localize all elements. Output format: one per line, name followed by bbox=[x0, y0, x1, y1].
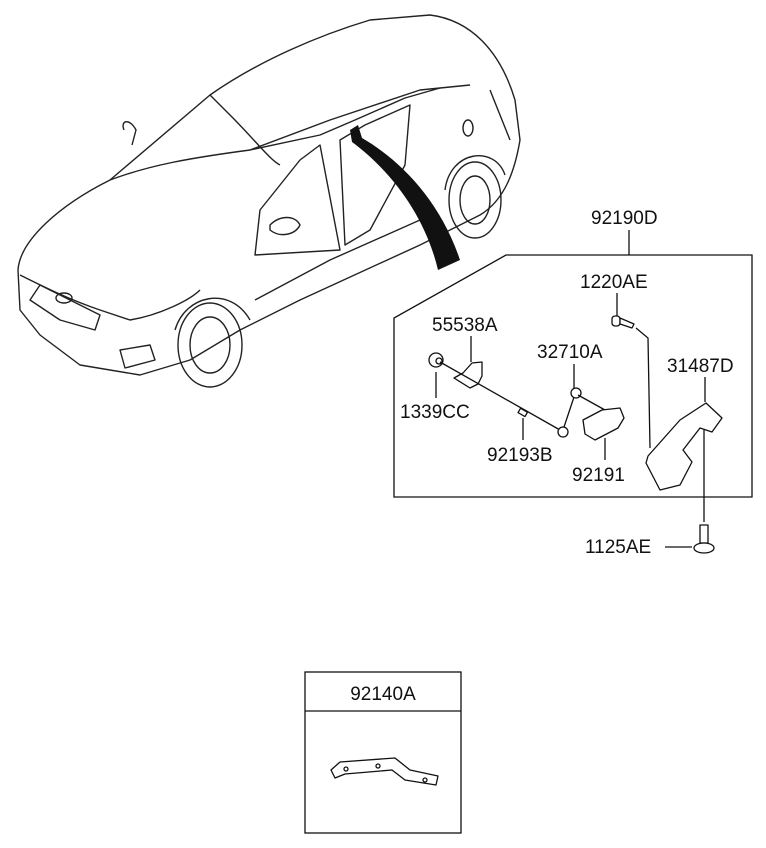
label-32710A: 32710A bbox=[537, 342, 603, 363]
assembly-box bbox=[393, 254, 753, 498]
bracket-box-92140A bbox=[304, 671, 462, 834]
bolt-1220AE bbox=[611, 315, 635, 329]
bracket-31487D bbox=[645, 402, 723, 491]
label-92190D: 92190D bbox=[591, 208, 658, 229]
label-1220AE: 1220AE bbox=[580, 272, 648, 293]
bolt-1125AE bbox=[693, 524, 715, 554]
label-92140A: 92140A bbox=[350, 684, 416, 705]
label-31487D: 31487D bbox=[667, 356, 734, 377]
nut-1339CC bbox=[428, 352, 444, 368]
label-92193B: 92193B bbox=[487, 445, 553, 466]
bracket-92140A bbox=[330, 757, 439, 786]
label-92191: 92191 bbox=[572, 465, 625, 486]
label-1339CC: 1339CC bbox=[400, 402, 470, 423]
label-1125AE: 1125AE bbox=[585, 537, 651, 558]
joint-92193B bbox=[517, 407, 529, 418]
pointer-arrow bbox=[350, 125, 460, 270]
link-32710A bbox=[557, 387, 582, 438]
label-55538A: 55538A bbox=[432, 315, 498, 336]
car-illustration bbox=[17, 14, 521, 388]
sensor-92191 bbox=[582, 407, 625, 441]
